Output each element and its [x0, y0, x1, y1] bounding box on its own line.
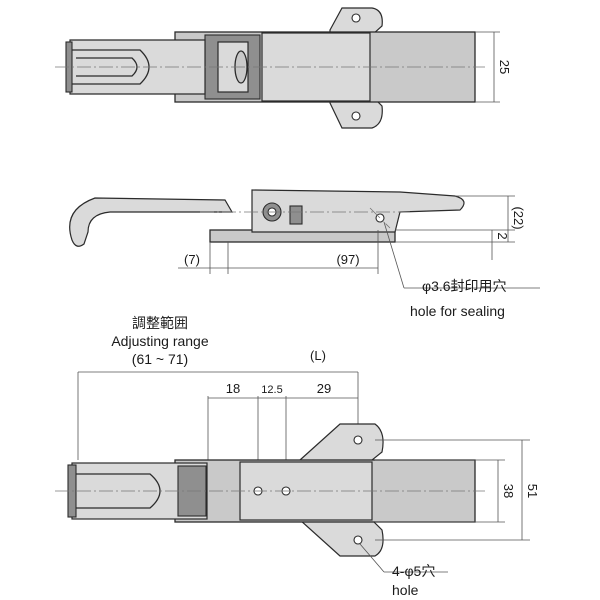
side-view: (22) 2 (7) (97) φ3.6封印用穴 hole for sealin… [69, 189, 540, 319]
side-lever [251, 189, 465, 233]
top-view: 25 [55, 7, 512, 129]
adjust-note-en: Adjusting range [111, 333, 209, 349]
side-sealing-cross [369, 207, 391, 229]
side-dim-2: 2 [495, 232, 510, 239]
bottom-dim-12-5: 12.5 [261, 384, 282, 396]
bottom-view: 調整範囲 Adjusting range (61 ~ 71) (L) 18 12… [55, 315, 540, 598]
bottom-dim-18: 18 [226, 381, 240, 396]
side-spring-block [289, 205, 303, 225]
top-flange-hole-lower [351, 111, 361, 121]
bottom-flange-hole-lower [353, 535, 363, 545]
sealing-leader [383, 221, 405, 289]
holes-note-jp: 4-φ5穴 [392, 563, 435, 579]
bottom-flange-hole-upper [353, 435, 363, 445]
bottom-dim-51: 51 [525, 484, 540, 498]
side-dim-22: (22) [511, 206, 526, 229]
sealing-note-jp: φ3.6封印用穴 [422, 278, 507, 294]
bottom-dim-L: (L) [310, 348, 326, 363]
top-hook-slot-inner [76, 57, 138, 77]
top-dim-25: 25 [497, 60, 512, 74]
side-dim-7: (7) [184, 252, 200, 267]
side-dim-97: (97) [336, 252, 359, 267]
top-flange-hole-upper [351, 13, 361, 23]
adjust-note-value: (61 ~ 71) [132, 351, 188, 367]
holes-note-en: hole [392, 582, 419, 598]
side-hook [69, 197, 234, 247]
sealing-note-en: hole for sealing [410, 303, 505, 319]
holes-leader [359, 543, 385, 573]
bottom-dim-29: 29 [317, 381, 331, 396]
adjust-note-jp: 調整範囲 [132, 315, 188, 331]
bottom-dim-38: 38 [501, 484, 516, 498]
